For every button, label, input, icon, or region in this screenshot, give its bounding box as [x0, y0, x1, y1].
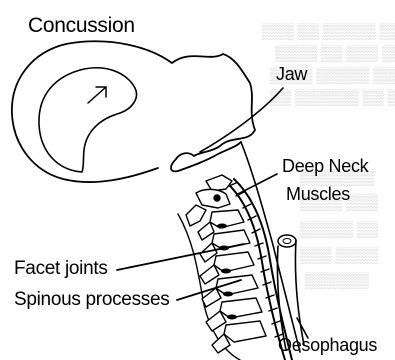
spinous-processes-label: Spinous processes — [14, 289, 169, 311]
cervical-spine — [186, 175, 266, 353]
jaw-label: Jaw — [276, 64, 307, 85]
oesophagus-label: Oesophagus — [278, 335, 377, 356]
deep-neck-label-line1: Deep Neck — [282, 156, 368, 177]
concussion-label: Concussion — [28, 14, 135, 38]
brain-outline — [39, 68, 137, 172]
skull-outline — [12, 41, 255, 182]
concussion-arrow — [88, 87, 106, 103]
facet-joints-label: Facet joints — [14, 258, 108, 280]
jaw-outline — [171, 142, 241, 171]
deep-neck-label-line2: Muscles — [286, 184, 350, 205]
